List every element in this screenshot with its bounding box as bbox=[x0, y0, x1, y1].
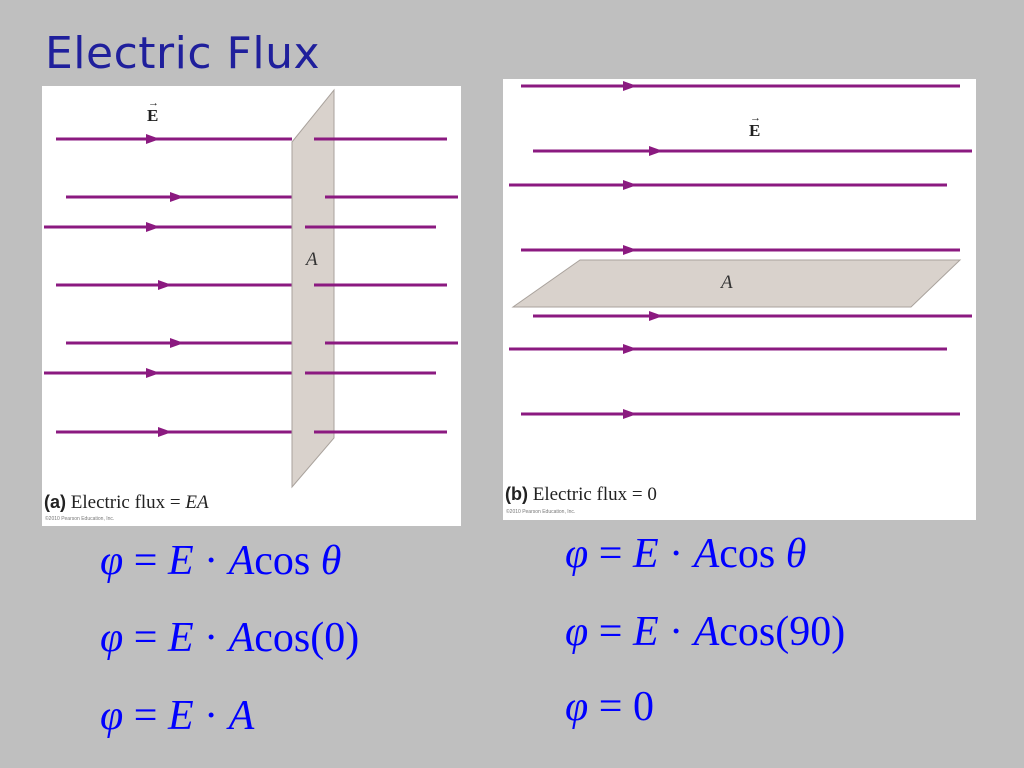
caption-b: (b) Electric flux = 0 bbox=[505, 484, 657, 506]
field-arrow-a-4 bbox=[158, 280, 172, 290]
caption-a-value: EA bbox=[185, 492, 209, 513]
area-label-a: A bbox=[306, 249, 318, 270]
copyright-a: ©2010 Pearson Education, Inc. bbox=[45, 516, 115, 522]
field-arrow-a-3 bbox=[146, 222, 160, 232]
surface-plane-b bbox=[511, 259, 962, 308]
field-arrow-a-5 bbox=[170, 338, 184, 348]
field-arrow-b-5 bbox=[649, 311, 663, 321]
caption-a: (a) Electric flux = EA bbox=[44, 492, 209, 514]
field-arrow-a-2 bbox=[170, 192, 184, 202]
field-label-a: → E bbox=[147, 97, 159, 125]
equation-right-3: φ = 0 bbox=[565, 684, 654, 730]
field-label-b: → E bbox=[749, 112, 761, 140]
copyright-b: ©2010 Pearson Education, Inc. bbox=[506, 509, 576, 515]
slide-title: Electric Flux bbox=[45, 28, 320, 79]
surface-plane-a bbox=[291, 88, 335, 489]
diagram-panel-b: → E A (b) Electric flux = 0 ©2010 Pearso… bbox=[503, 79, 976, 520]
caption-a-letter: (a) bbox=[44, 492, 66, 512]
vector-arrow-icon: → bbox=[148, 97, 159, 109]
field-arrow-a-7 bbox=[158, 427, 172, 437]
field-arrow-a-6 bbox=[146, 368, 160, 378]
field-arrow-b-4 bbox=[623, 245, 637, 255]
field-arrow-a-1 bbox=[146, 134, 160, 144]
equation-left-1: φ = E · Acos θ bbox=[100, 538, 342, 584]
equation-right-1: φ = E · Acos θ bbox=[565, 531, 807, 577]
field-arrow-b-2 bbox=[649, 146, 663, 156]
vector-arrow-icon: → bbox=[750, 112, 761, 124]
field-arrow-b-3 bbox=[623, 180, 637, 190]
diagram-panel-a: → E A (a) Electric flux = EA ©2010 Pears… bbox=[42, 86, 461, 526]
field-arrow-b-1 bbox=[623, 81, 637, 91]
field-arrow-b-7 bbox=[623, 409, 637, 419]
field-diagram-a bbox=[44, 88, 458, 489]
field-arrow-b-6 bbox=[623, 344, 637, 354]
field-diagram-b bbox=[509, 81, 972, 419]
equation-right-2: φ = E · Acos(90) bbox=[565, 609, 846, 655]
caption-b-text: Electric flux = 0 bbox=[532, 484, 657, 505]
equation-left-3: φ = E · A bbox=[100, 693, 255, 739]
caption-b-letter: (b) bbox=[505, 484, 528, 504]
caption-a-text: Electric flux = bbox=[70, 492, 186, 513]
area-label-b: A bbox=[721, 272, 733, 293]
equation-left-2: φ = E · Acos(0) bbox=[100, 615, 360, 661]
